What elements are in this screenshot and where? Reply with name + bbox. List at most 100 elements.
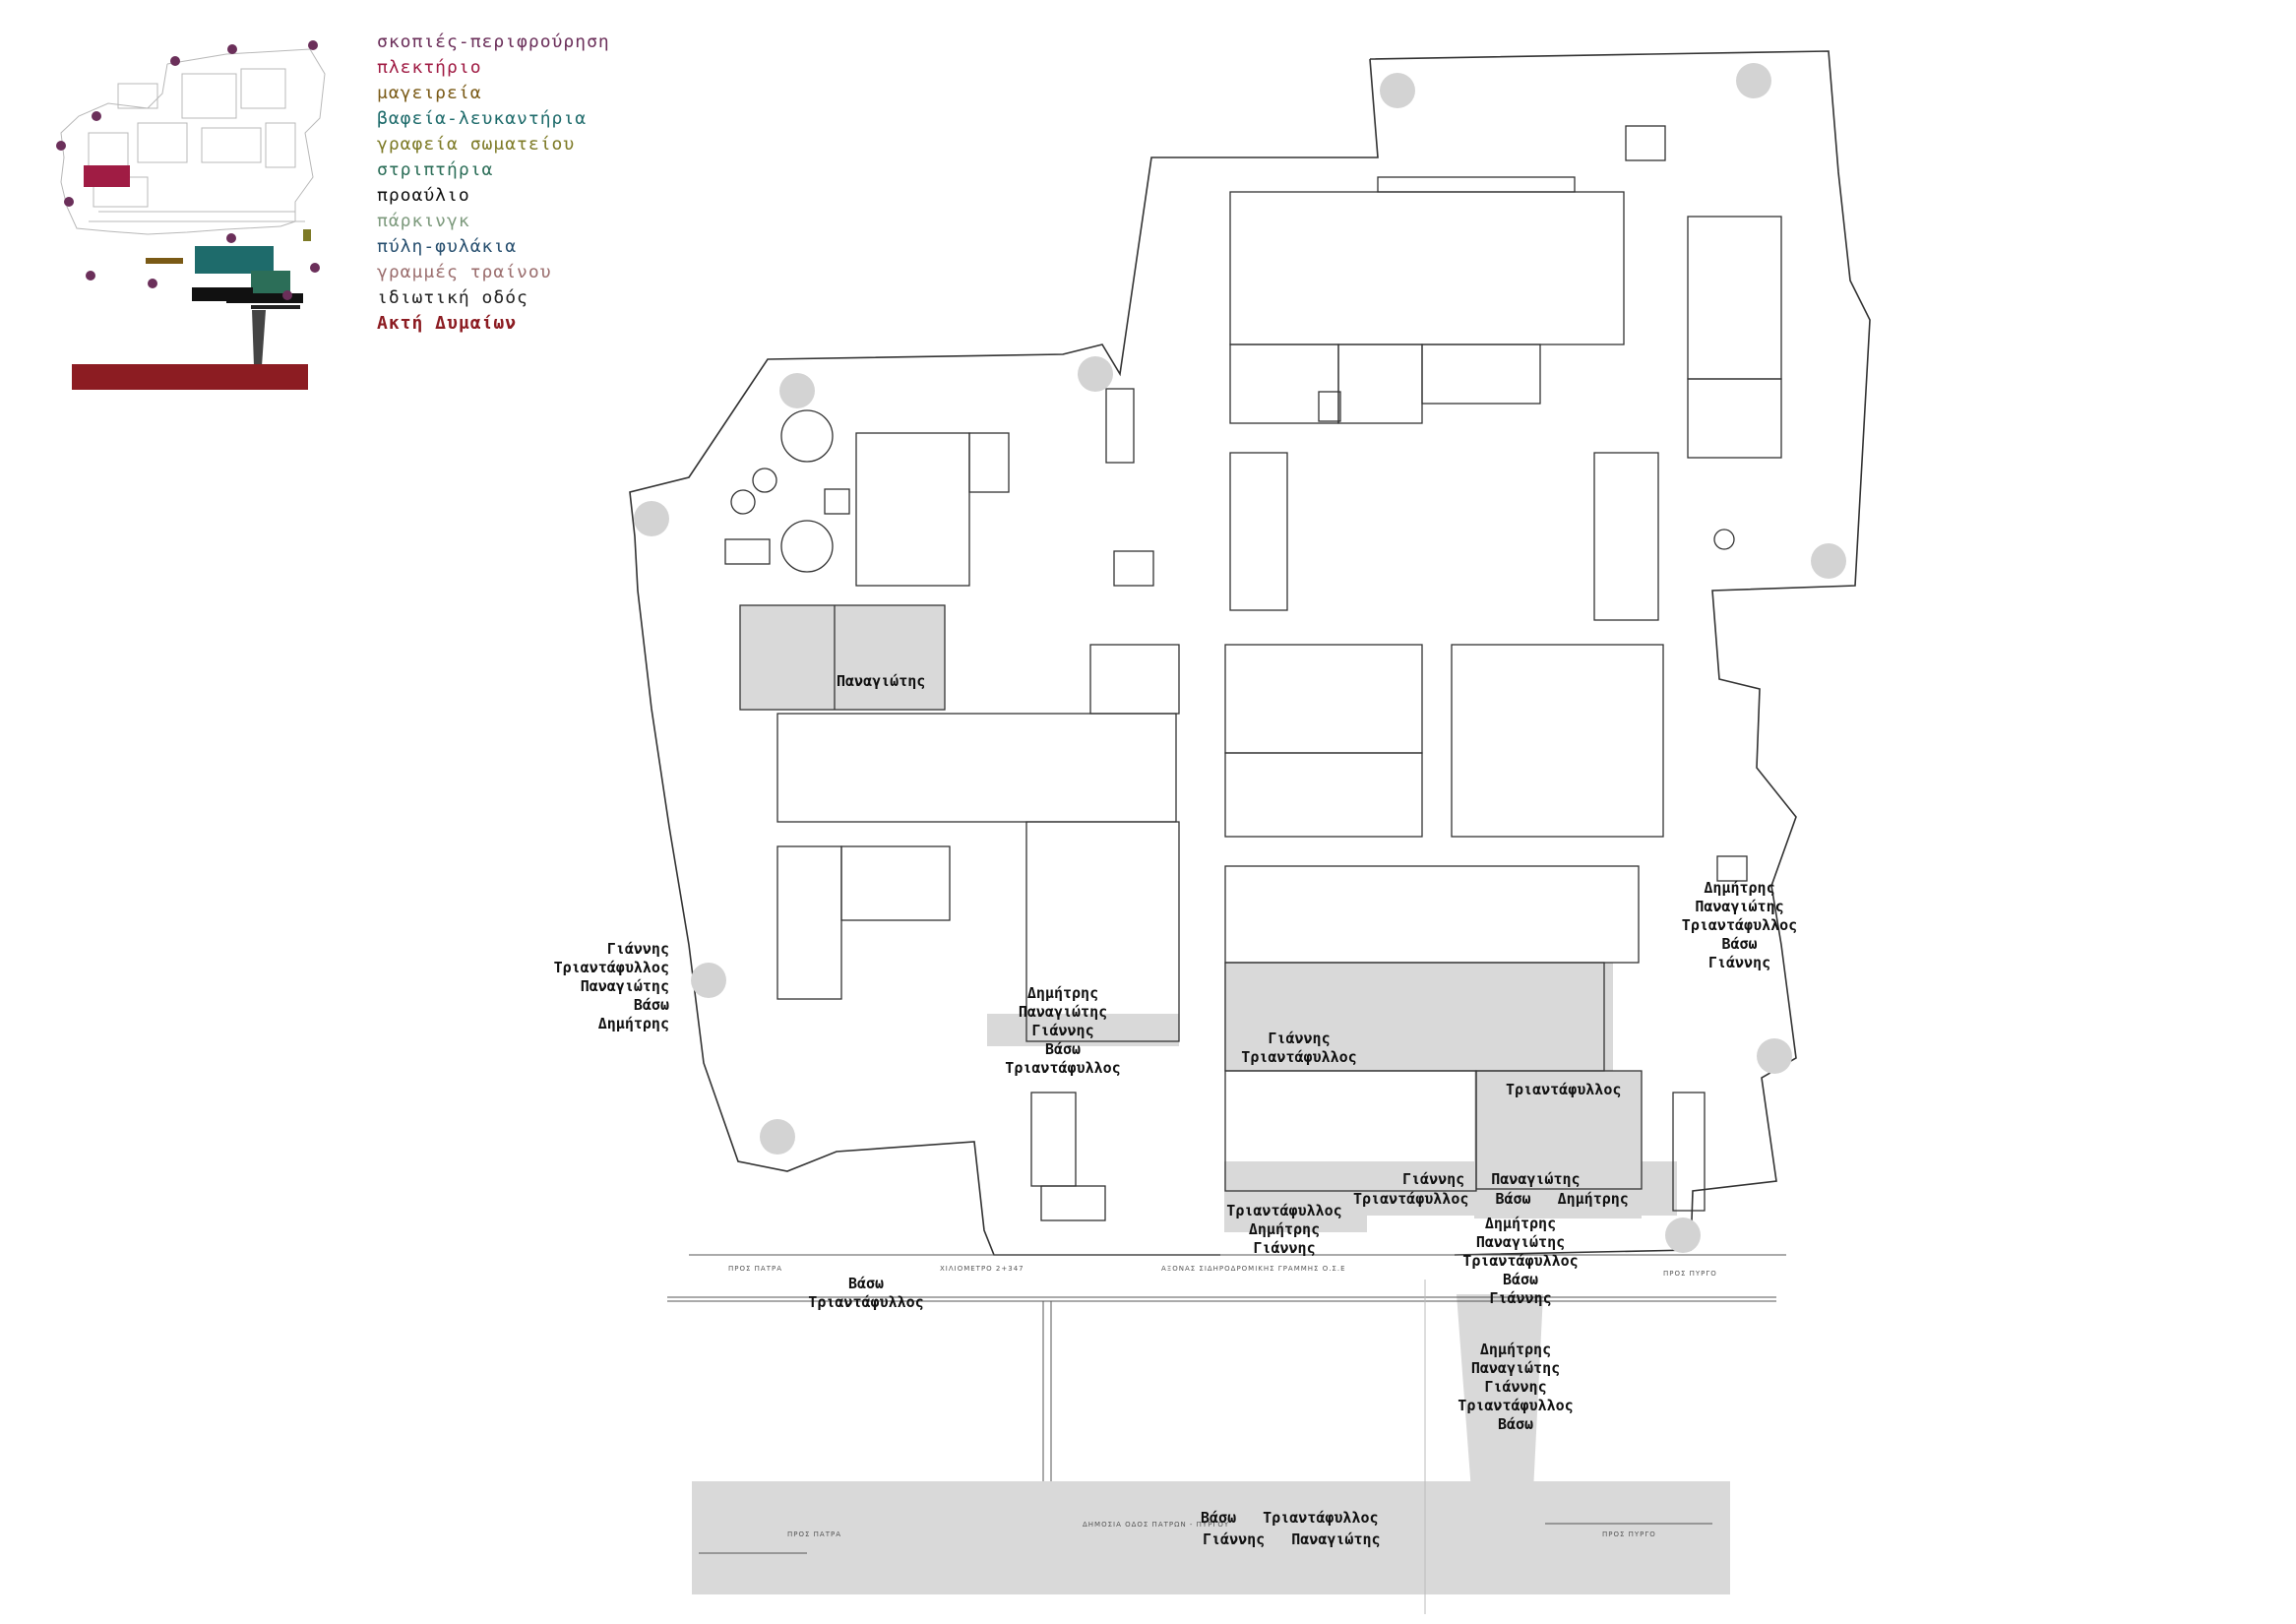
building-24 [1451, 644, 1664, 838]
public-road-shading [692, 1481, 1730, 1594]
building-46 [824, 488, 850, 515]
legend-item: βαφεία-λευκαντήρια [377, 108, 588, 129]
name-label: Βάσω [1502, 1271, 1539, 1288]
name-label: Δημήτρης [1704, 879, 1775, 897]
names-block-4: Γιάννης Τριαντάφυλλος [1220, 1030, 1378, 1067]
name-label: Γιάννης [1484, 1378, 1547, 1396]
names-block-2-row-2: Τριαντάφυλλος Βάσω Δημήτρης [1353, 1190, 1646, 1209]
building-43 [968, 432, 1010, 493]
building-22 [776, 845, 842, 1000]
building-3 [1475, 1070, 1643, 1190]
name-label: Βάσω [1495, 1190, 1531, 1208]
building-15-annex [1377, 176, 1576, 193]
name-label: Γιάννης [1402, 1170, 1465, 1188]
building-31 [1716, 855, 1748, 882]
building-15 [1229, 191, 1625, 345]
railway-axis-label: ΑΞΟΝΑΣ ΣΙΔΗΡΟΔΡΟΜΙΚΗΣ ΓΡΑΜΜΗΣ Ο.Σ.Ε [1161, 1265, 1346, 1273]
building-21 [776, 713, 1177, 823]
name-label: Δημήτρης [1248, 1220, 1321, 1238]
names-block-53: Τριαντάφυλλος Δημήτρης Γιάννης [1215, 1202, 1353, 1258]
legend: σκοπιές-περιφρούρηση πλεκτήριο μαγειρεία… [377, 30, 610, 337]
inset-stripping-block [251, 271, 290, 295]
private-road-shading [1457, 1294, 1543, 1491]
name-label: Βάσω [1044, 1040, 1082, 1058]
building-16 [1229, 344, 1339, 424]
legend-item: γραφεία σωματείου [377, 134, 576, 155]
legend-item: ιδιωτική οδός [377, 287, 528, 308]
legend-item: πύλη-φυλάκια [377, 236, 518, 257]
building-26 [1224, 644, 1423, 754]
name-label: Γιάννης [1707, 954, 1771, 971]
names-public-road-row-2: Γιάννης Παναγιώτης [1203, 1530, 1398, 1549]
tank-47a [780, 409, 834, 463]
building-17 [1421, 344, 1541, 405]
building-42 [1687, 378, 1782, 459]
building-20 [1687, 216, 1782, 380]
name-label: Τριαντάφυλλος [1353, 1190, 1469, 1208]
building-23 [840, 845, 951, 921]
building-34 [1672, 1092, 1706, 1212]
name-label: Τριαντάφυλλος [553, 959, 669, 976]
inset-private-road [251, 305, 300, 309]
storage-tanks [730, 409, 1735, 573]
name-label: Γιάννης [606, 940, 669, 958]
name-label: Γιάννης [1031, 1022, 1094, 1039]
inset-outline [60, 48, 326, 235]
inset-knitting-block [84, 165, 130, 187]
name-label: Δημήτρης [597, 1015, 669, 1032]
names-public-road-row-1: Βάσω Τριαντάφυλλος [1201, 1509, 1396, 1528]
kilometer-label: ΧΙΛΙΟΜΕΤΡΟ 2+347 [940, 1265, 1024, 1273]
building-6 [1025, 821, 1180, 1042]
name-label: Δημήτρης [1026, 984, 1099, 1002]
building-45 [855, 432, 970, 587]
building-39 [1593, 452, 1659, 621]
name-label: Δημήτρης [1484, 1215, 1557, 1232]
name-label: Παναγιώτης [1475, 1233, 1566, 1251]
to-patra-top-label: ΠΡΟΣ ΠΑΤΡΑ [728, 1265, 782, 1273]
name-label: Βάσω [847, 1275, 885, 1292]
name-label: Δημήτρης [1479, 1341, 1552, 1358]
name-label: Παναγιώτης [1018, 1003, 1108, 1021]
building-25 [1224, 752, 1423, 838]
name-label: Τριαντάφυλλος [1462, 1252, 1579, 1270]
legend-item: προαύλιο [377, 185, 470, 206]
name-label: Τριαντάφυλλος [1226, 1202, 1342, 1219]
building-50 [724, 538, 771, 565]
name-label: Παναγιώτης [837, 672, 926, 690]
building-18 [1337, 344, 1423, 424]
inset-dyeing-block [195, 246, 274, 274]
name-label: Τριαντάφυλλος [1241, 1048, 1357, 1066]
to-pyrgo-bottom-label: ΠΡΟΣ ΠΥΡΓΟ [1602, 1530, 1656, 1538]
names-south-gate: Δημήτρης Παναγιώτης Τριαντάφυλλος Βάσω Γ… [1442, 1215, 1599, 1308]
inset-guard-dots [56, 40, 320, 300]
inset-road-link [252, 310, 266, 366]
building-19 [1318, 391, 1341, 422]
tank-48 [730, 489, 756, 515]
railway-lines [667, 1254, 1786, 1614]
building-5 [1224, 865, 1640, 964]
building-36 [1113, 550, 1154, 587]
building-35-36 [739, 604, 946, 711]
name-label: Τριαντάφυλλος [1506, 1081, 1622, 1098]
legend-item: πλεκτήριο [377, 57, 482, 78]
building-27 [1089, 644, 1180, 715]
name-label: Βάσω [1201, 1509, 1237, 1527]
tank-29 [1713, 529, 1735, 550]
building-40 [1229, 452, 1288, 611]
building-33 [1105, 388, 1135, 464]
names-block-28: Δημήτρης Παναγιώτης Γιάννης Βάσω Τριαντά… [984, 984, 1142, 1078]
name-label: Γιάννης [1268, 1030, 1331, 1047]
name-label: Παναγιώτης [1470, 1359, 1561, 1377]
shaded-areas [692, 605, 1730, 1594]
public-road-label: ΔΗΜΟΣΙΑ ΟΔΟΣ ΠΑΤΡΩΝ - ΠΥΡΓΟΥ [1083, 1521, 1230, 1529]
building-8 [1040, 1185, 1106, 1221]
inset-coast-road [72, 364, 308, 390]
legend-item: γραμμές τραίνου [377, 262, 552, 282]
names-railway-west: Βάσω Τριαντάφυλλος [792, 1275, 940, 1312]
name-label: Παναγιώτης [1291, 1530, 1381, 1548]
building-outlines [724, 125, 1782, 1221]
legend-item: Ακτή Δυμαίων [377, 313, 518, 334]
names-private-road: Δημήτρης Παναγιώτης Γιάννης Τριαντάφυλλο… [1437, 1341, 1594, 1434]
names-west-gate: Γιάννης Τριαντάφυλλος Παναγιώτης Βάσω Δη… [517, 940, 669, 1033]
